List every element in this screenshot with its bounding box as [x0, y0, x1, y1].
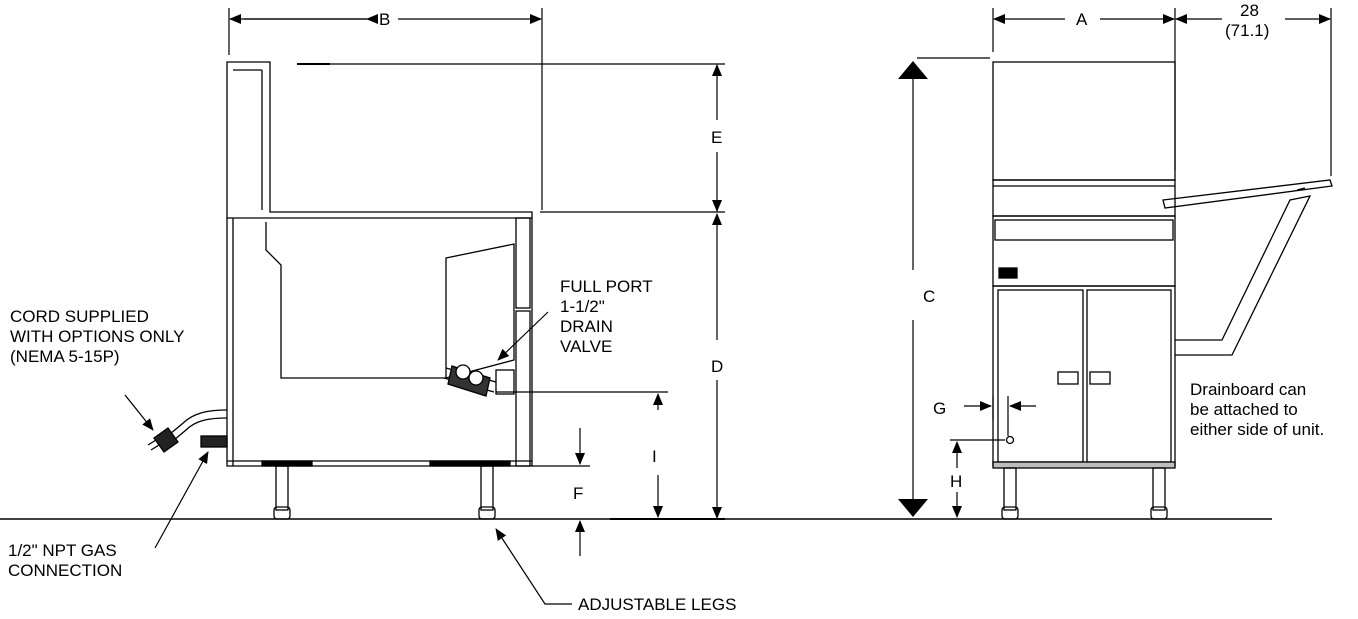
drain-valve-label-4: VALVE [560, 337, 612, 356]
drainboard-note-2: be attached to [1190, 400, 1298, 419]
cord-label-3: (NEMA 5-15P) [10, 347, 120, 366]
side-dimensions [124, 8, 725, 605]
cord-label-1: CORD SUPPLIED [10, 307, 149, 326]
front-view [992, 61, 1333, 520]
dim-drainboard: 28 [1240, 1, 1259, 20]
drain-valve-label-2: 1-1/2" [560, 297, 605, 316]
dim-c: C [923, 287, 935, 306]
dim-f: F [573, 484, 583, 503]
drainboard-note-1: Drainboard can [1190, 380, 1306, 399]
dim-d: D [711, 357, 723, 376]
dim-b: B [379, 10, 390, 29]
front-dimensions [898, 8, 1332, 518]
legs-label: ADJUSTABLE LEGS [578, 595, 736, 614]
dim-drainboard-cm: (71.1) [1225, 21, 1269, 40]
dim-i: I [652, 447, 657, 466]
cord-label-2: WITH OPTIONS ONLY [10, 327, 184, 346]
gas-label-1: 1/2" NPT GAS [8, 541, 117, 560]
dim-g: G [933, 399, 946, 418]
drain-valve-label-1: FULL PORT [560, 277, 653, 296]
dim-a: A [1076, 10, 1088, 29]
dim-e: E [711, 128, 722, 147]
drainboard-note-3: either side of unit. [1190, 420, 1324, 439]
dim-h: H [950, 472, 962, 491]
side-view [147, 61, 533, 520]
gas-label-2: CONNECTION [8, 561, 122, 580]
drain-valve-label-3: DRAIN [560, 317, 613, 336]
